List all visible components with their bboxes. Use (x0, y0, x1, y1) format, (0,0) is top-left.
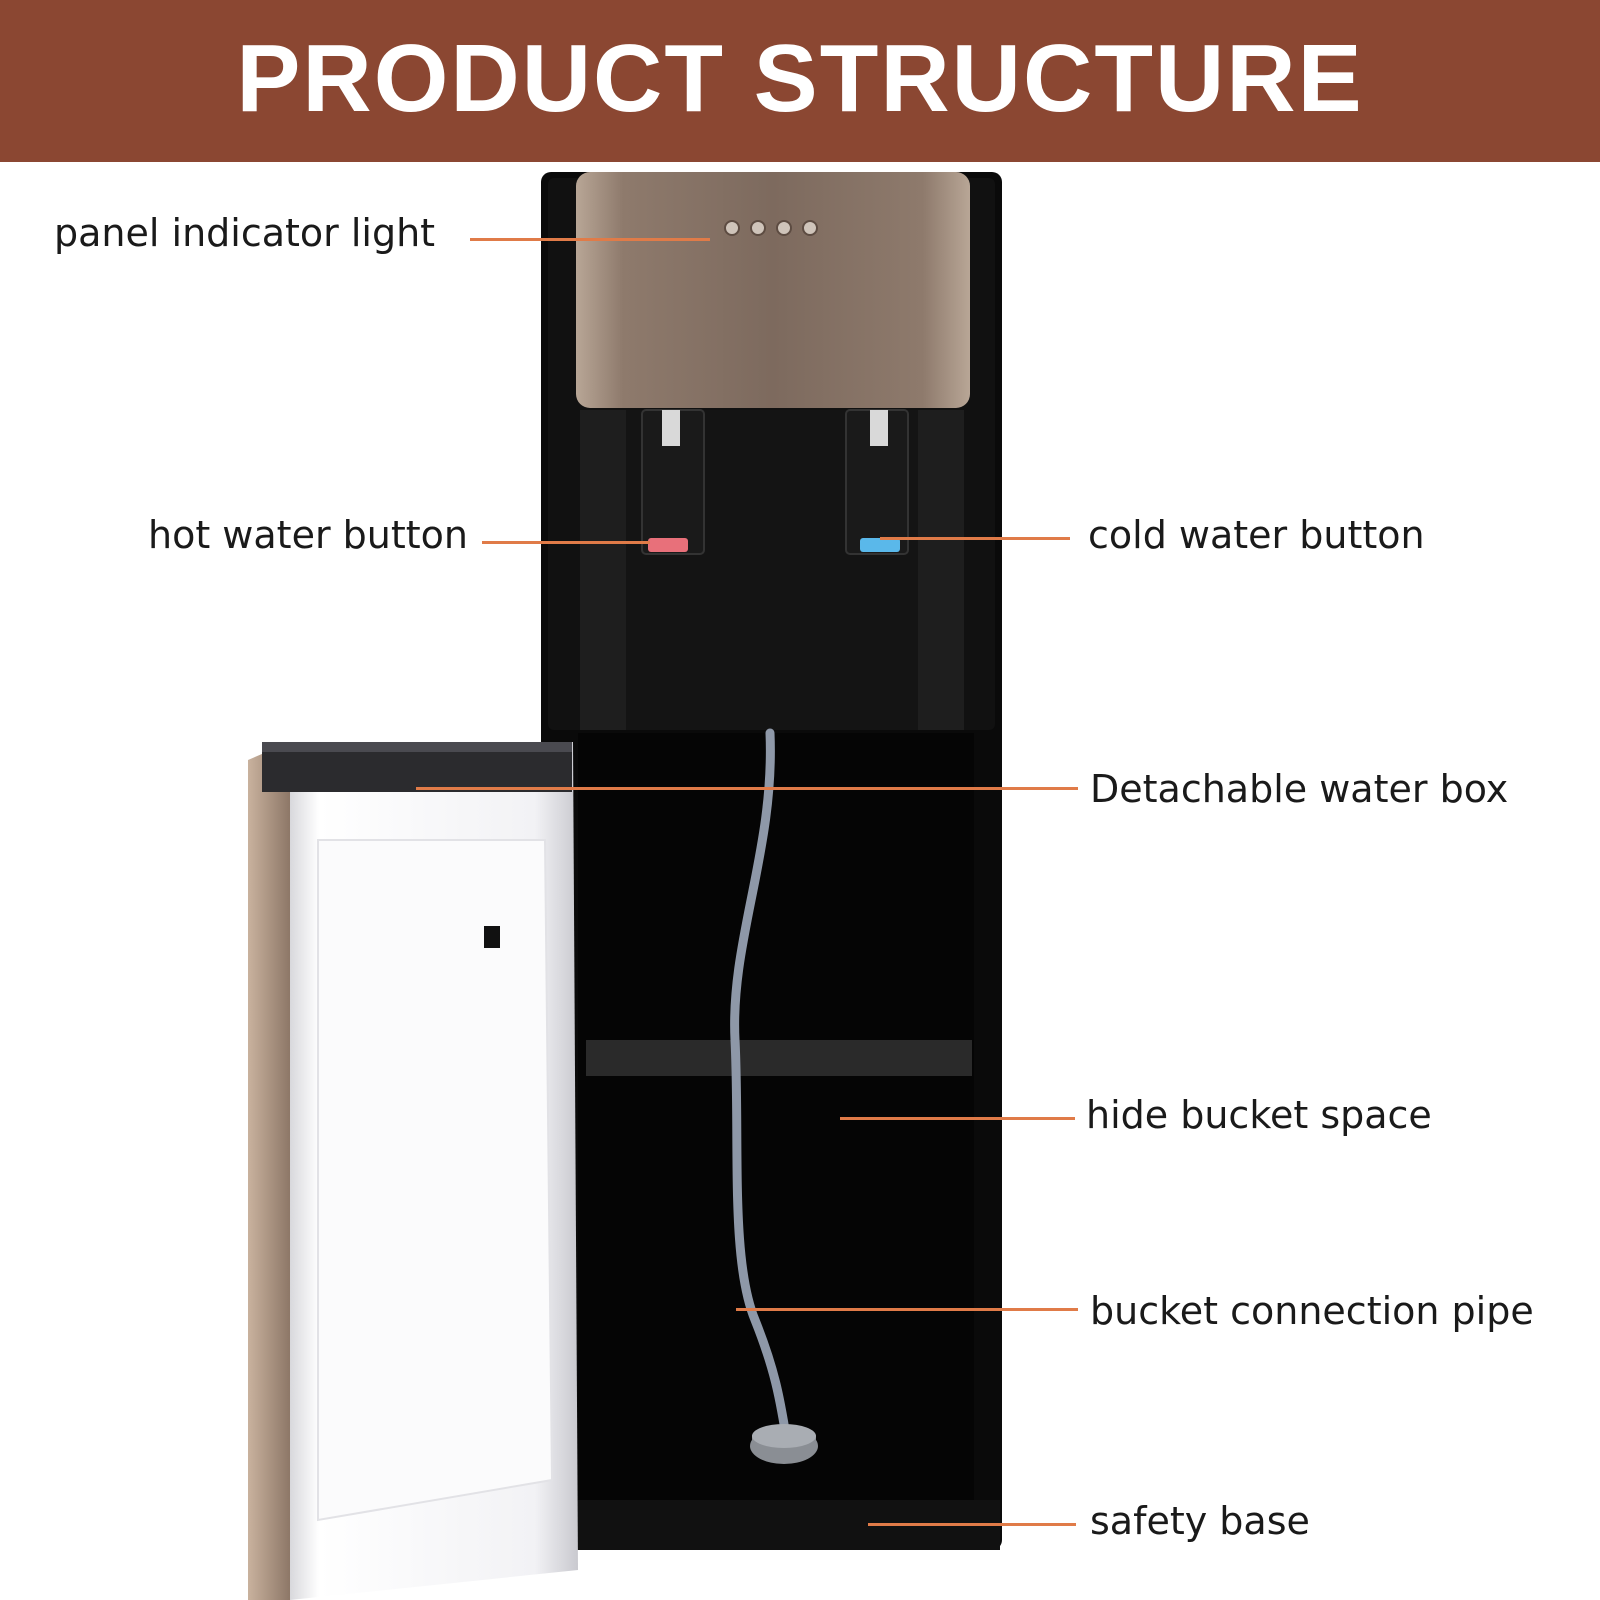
indicator-light (776, 220, 792, 236)
label-detachable-water-box: Detachable water box (1090, 767, 1509, 811)
cold-faucet (845, 409, 909, 555)
leader-panel-indicator-light (470, 238, 710, 241)
hot-faucet (641, 409, 705, 555)
leader-safety-base (868, 1523, 1076, 1526)
indicator-light (750, 220, 766, 236)
label-panel-indicator-light: panel indicator light (54, 211, 436, 255)
label-safety-base: safety base (1090, 1499, 1310, 1543)
leader-hot-water-button (482, 541, 650, 544)
label-bucket-connection-pipe: bucket connection pipe (1090, 1289, 1534, 1333)
door-inner-panel (317, 839, 554, 1522)
indicator-light (724, 220, 740, 236)
leader-bucket-connection-pipe (736, 1308, 1078, 1311)
label-hide-bucket-space: hide bucket space (1086, 1093, 1432, 1137)
shelf-bracket (586, 1040, 972, 1076)
hot-button (648, 538, 688, 552)
label-hot-water-button: hot water button (148, 513, 468, 557)
connection-pipe (730, 728, 790, 1435)
indicator-lights (724, 220, 818, 236)
door-latch (484, 926, 500, 948)
label-cold-water-button: cold water button (1088, 513, 1425, 557)
leader-detachable-water-box (416, 787, 1078, 790)
leader-hide-bucket-space (840, 1117, 1075, 1120)
indicator-light (802, 220, 818, 236)
page-title: PRODUCT STRUCTURE (236, 25, 1364, 132)
door-edge (248, 742, 290, 1600)
recess-left-wall (580, 410, 626, 730)
header-banner: PRODUCT STRUCTURE (0, 0, 1600, 162)
cold-button (860, 538, 900, 552)
control-panel (576, 172, 970, 408)
leader-cold-water-button (880, 537, 1070, 540)
recess-right-wall (918, 410, 964, 730)
